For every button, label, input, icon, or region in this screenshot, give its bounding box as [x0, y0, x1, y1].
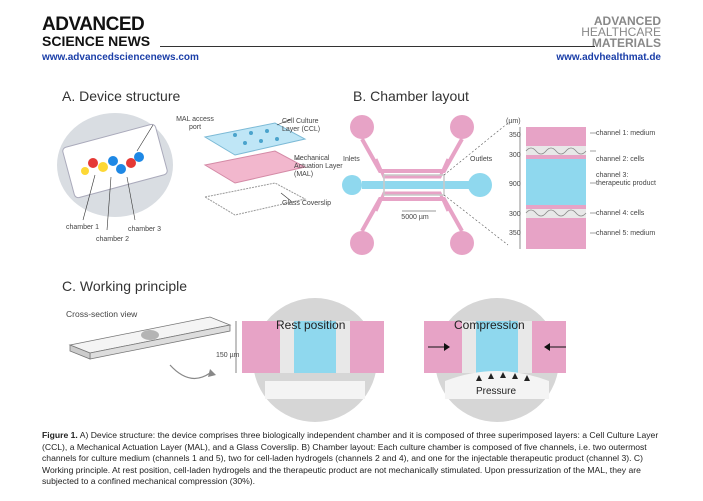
ccl-layer: [203, 122, 307, 156]
panel-b-title: B. Chamber layout: [353, 88, 469, 104]
channel-2-label: channel 2: cells: [596, 156, 645, 163]
glass-label: Glass Coverslip: [282, 200, 332, 207]
journal-logo-left-line2: SCIENCE NEWS: [42, 33, 151, 49]
caption-label: Figure 1.: [42, 430, 78, 440]
caption-text: A) Device structure: the device comprise…: [42, 430, 659, 487]
mal-label: Mechanical Actuation Layer (MAL): [294, 155, 343, 178]
panel-a-title: A. Device structure: [62, 88, 181, 104]
dim-4: 300: [509, 211, 521, 218]
mal-port-label: MAL access port: [176, 116, 214, 131]
ccl-label: Cell Culture Layer (CCL): [282, 118, 321, 133]
chamber3-label: chamber 3: [128, 226, 162, 233]
journal-logo-left-line1: ADVANCED: [42, 14, 145, 35]
chamber1-label: chamber 1: [66, 224, 100, 231]
height-label: 150 µm: [216, 352, 240, 359]
length-label: 5000 µm: [401, 214, 429, 221]
dim-5: 350: [509, 230, 521, 237]
panel-a-illustration: [57, 113, 307, 231]
figure-caption: Figure 1. A) Device structure: the devic…: [42, 430, 662, 488]
header-rule: [160, 46, 595, 47]
chamber2-label: chamber 2: [96, 236, 130, 243]
journal-logo-right-line2: HEALTHCARE: [581, 25, 661, 39]
channel-1-label: channel 1: medium: [596, 130, 656, 137]
panel-b-illustration: [342, 115, 596, 255]
outlets-label: Outlets: [470, 156, 493, 163]
inlets-label: Inlets: [343, 156, 360, 163]
journal-logo-right-line3: MATERIALS: [591, 36, 661, 50]
cross-section-label: Cross-section view: [66, 309, 138, 319]
url-left-link[interactable]: www.advancedsciencenews.com: [42, 52, 199, 63]
mal-layer: [203, 150, 307, 184]
dim-1: 350: [509, 132, 521, 139]
dim-2: 300: [509, 152, 521, 159]
url-right-link[interactable]: www.advhealthmat.de: [556, 52, 661, 63]
glass-layer: [203, 182, 307, 216]
pressure-label: Pressure: [476, 386, 517, 397]
panel-c-illustration: [68, 298, 566, 422]
channel-4-label: channel 4: cells: [596, 210, 645, 217]
journal-logo-right-line1: ADVANCED: [593, 14, 661, 28]
dim-3: 900: [509, 181, 521, 188]
unit-label: (µm): [506, 118, 521, 125]
channel-5-label: channel 5: medium: [596, 230, 656, 237]
panel-c-title: C. Working principle: [62, 278, 188, 294]
compression-label: Compression: [454, 318, 525, 332]
channel-3-label: channel 3: therapeutic product: [596, 172, 656, 187]
rest-label: Rest position: [276, 318, 346, 332]
